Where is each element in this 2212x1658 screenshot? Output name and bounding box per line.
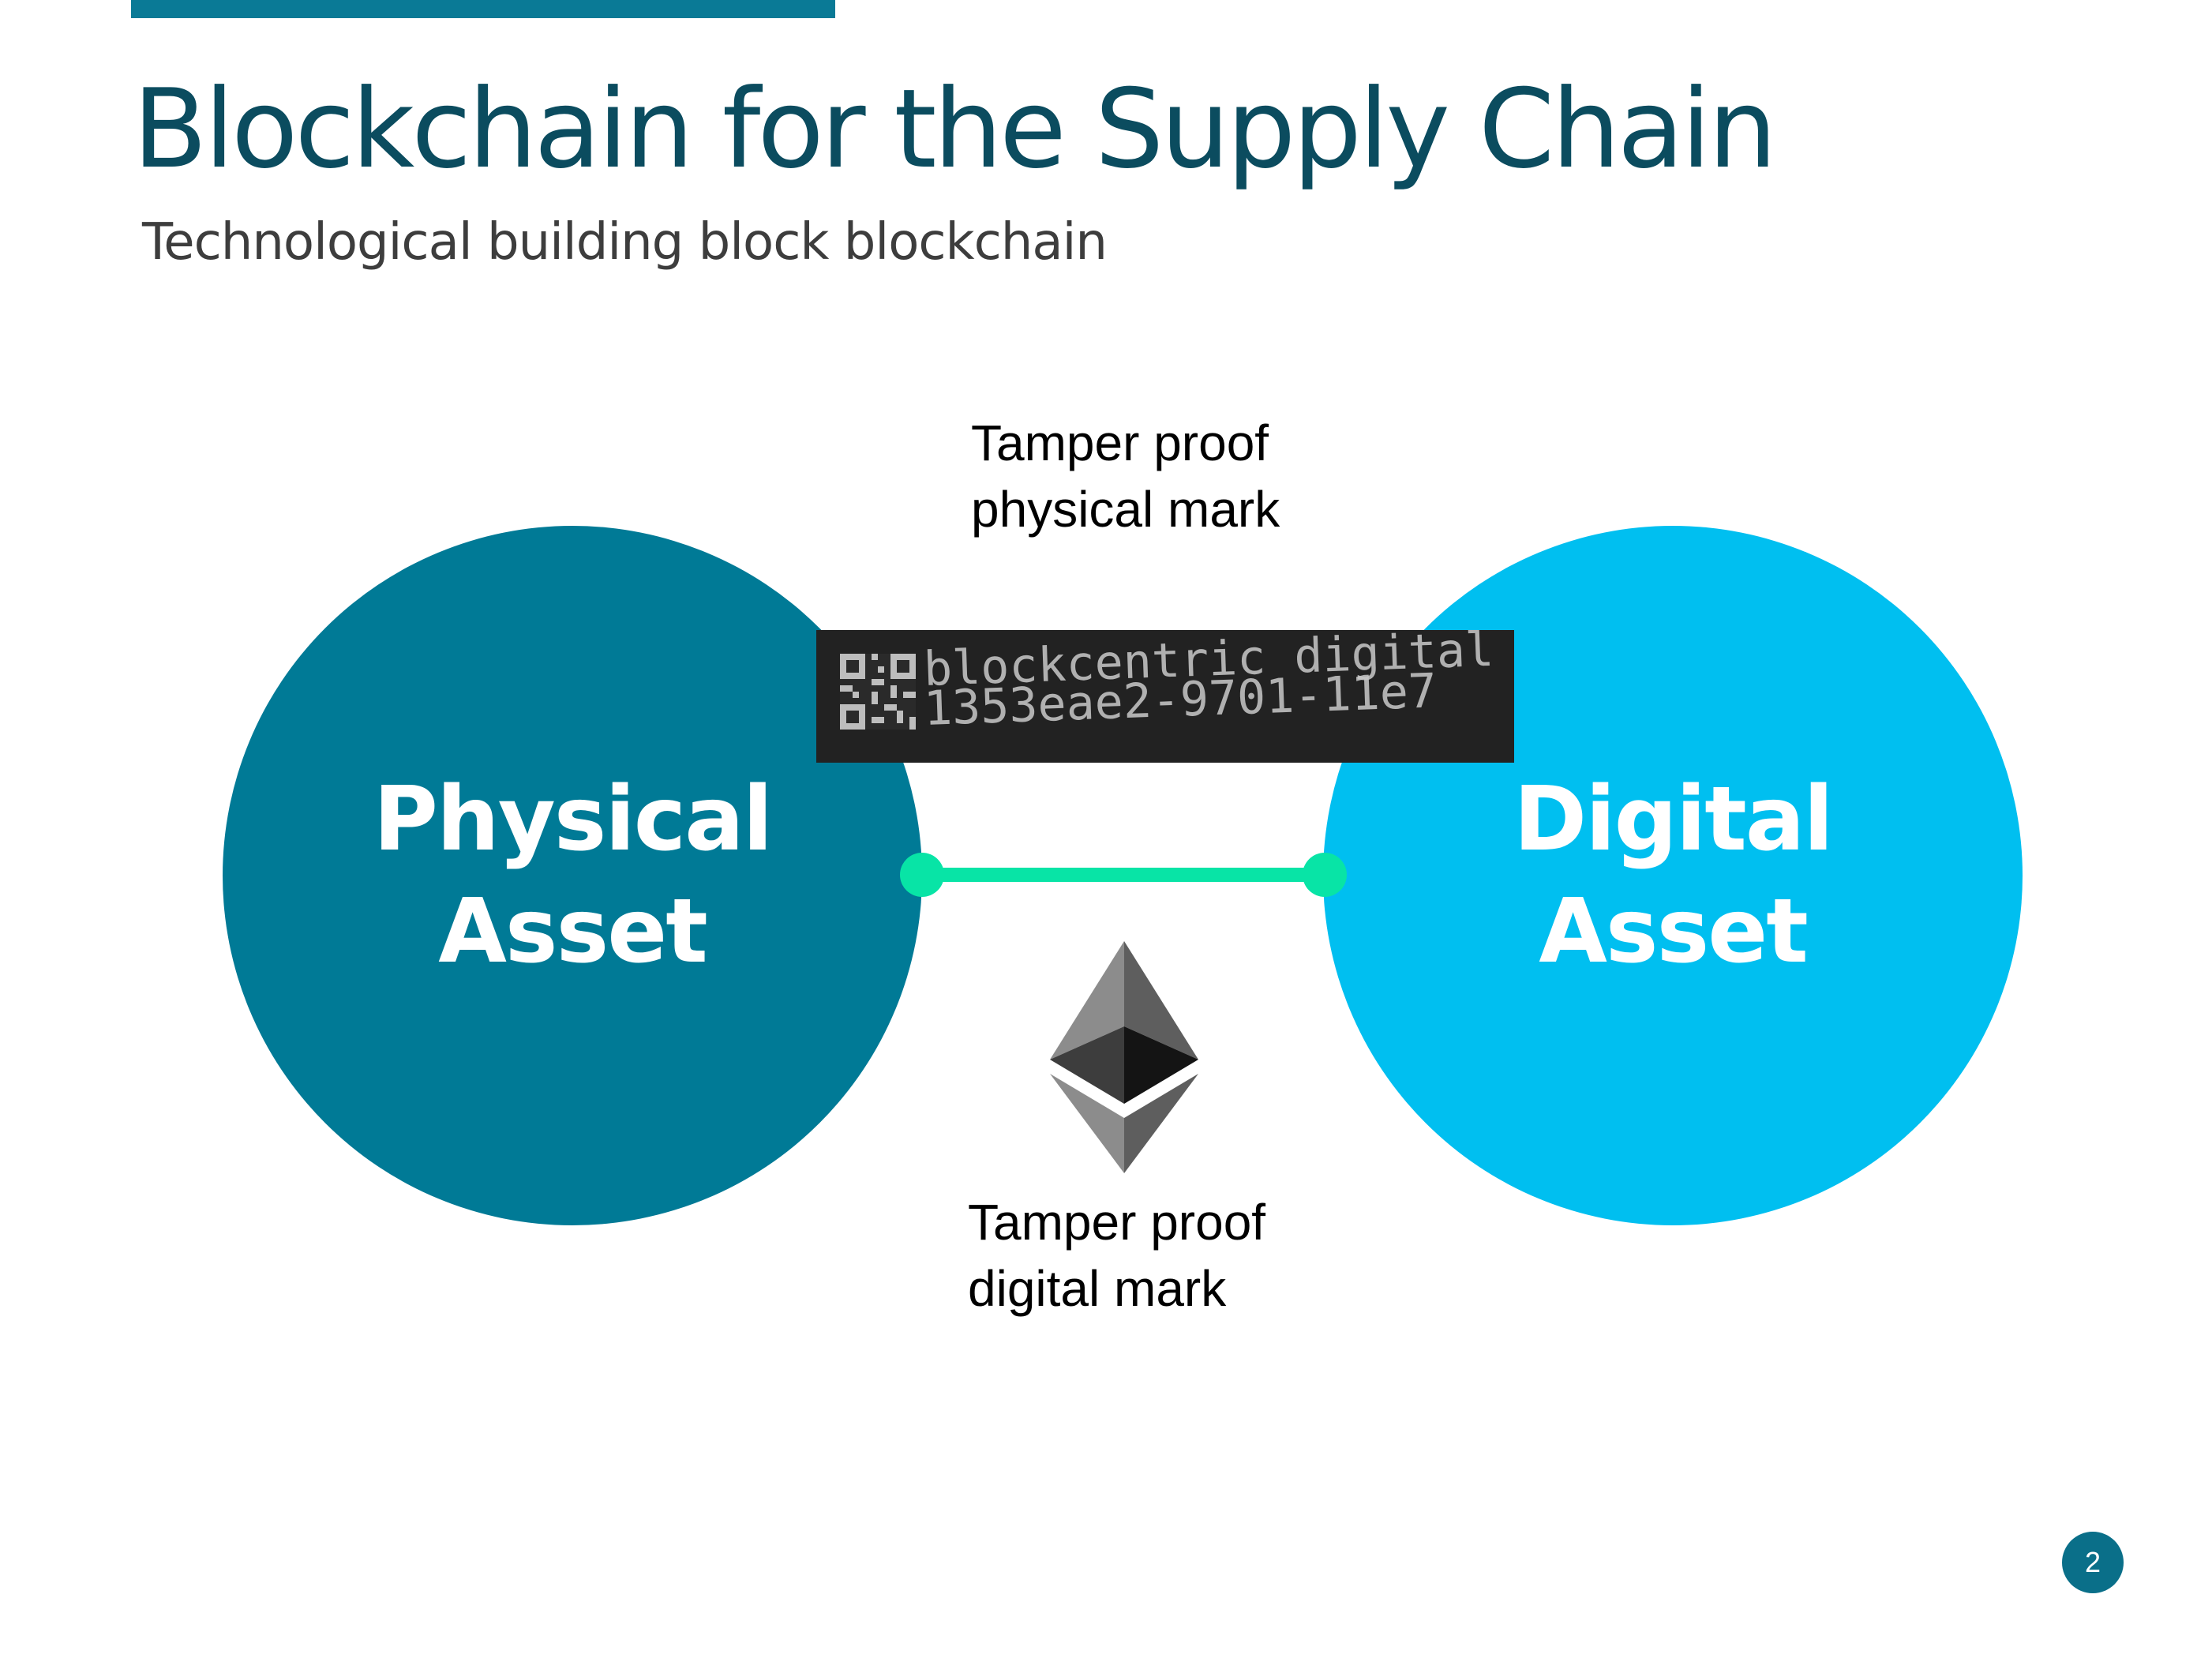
physical-mark-label: Tamper proof physical mark xyxy=(971,410,1280,542)
top-accent-bar xyxy=(131,0,835,18)
slide-subtitle: Technological building block blockchain xyxy=(142,213,1108,272)
digital-asset-label-line1: Digital xyxy=(1513,768,1833,871)
connector-right-dot xyxy=(1303,853,1347,897)
digital-mark-label-line2: digital mark xyxy=(968,1260,1227,1317)
asset-link-connector xyxy=(922,868,1325,882)
engraved-mark-photo: blockcentric digital asset 1353eae2-9701… xyxy=(816,630,1514,763)
physical-mark-label-line2: physical mark xyxy=(971,481,1280,538)
slide-title: Blockchain for the Supply Chain xyxy=(133,66,1777,193)
digital-mark-label-line1: Tamper proof xyxy=(968,1194,1266,1251)
ethereum-icon xyxy=(1050,941,1198,1173)
digital-asset-circle: Digital Asset xyxy=(1323,526,2023,1225)
physical-mark-label-line1: Tamper proof xyxy=(971,414,1269,471)
page-number-badge: 2 xyxy=(2062,1532,2124,1593)
qr-code-icon xyxy=(840,654,916,730)
connector-left-dot xyxy=(900,853,944,897)
physical-asset-circle: Physical Asset xyxy=(223,526,922,1225)
physical-asset-label-line2: Asset xyxy=(438,880,708,983)
physical-asset-label-line1: Physical xyxy=(373,768,773,871)
digital-asset-label-line2: Asset xyxy=(1539,880,1809,983)
digital-mark-label: Tamper proof digital mark xyxy=(968,1189,1265,1322)
